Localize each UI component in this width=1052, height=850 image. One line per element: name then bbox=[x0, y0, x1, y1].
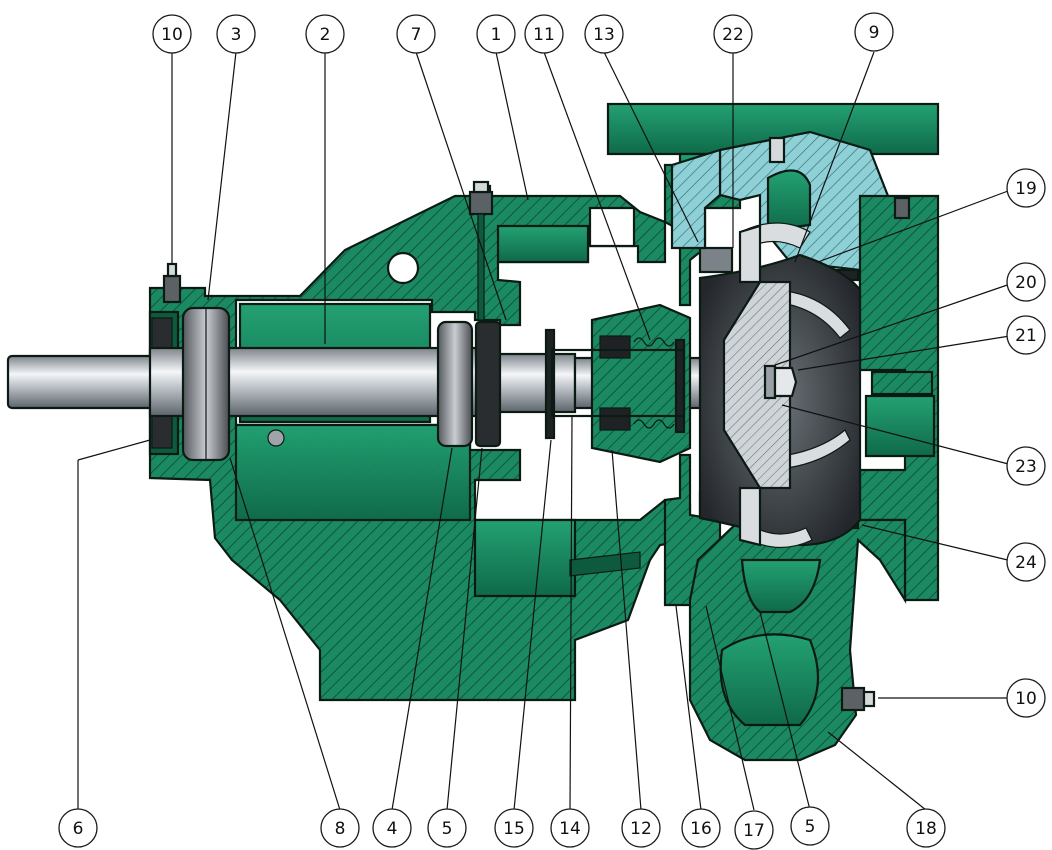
callout-15: 15 bbox=[494, 808, 534, 848]
callout-label: 15 bbox=[503, 819, 525, 839]
callout-17: 17 bbox=[734, 810, 774, 850]
callout-label: 4 bbox=[387, 819, 398, 839]
callout-24: 24 bbox=[1006, 542, 1046, 582]
callout-19: 19 bbox=[1006, 168, 1046, 208]
callout-13: 13 bbox=[584, 14, 624, 54]
callout-label: 5 bbox=[805, 817, 816, 837]
callout-label: 20 bbox=[1015, 273, 1037, 293]
callout-label: 17 bbox=[743, 821, 765, 841]
callout-label: 14 bbox=[559, 819, 581, 839]
callout-label: 2 bbox=[320, 25, 331, 45]
callout-3: 3 bbox=[216, 14, 256, 54]
callout-label: 16 bbox=[690, 819, 712, 839]
callout-10-top: 10 bbox=[152, 14, 192, 54]
callout-9: 9 bbox=[854, 12, 894, 52]
callout-label: 3 bbox=[231, 25, 242, 45]
callout-label: 24 bbox=[1015, 553, 1037, 573]
callout-7: 7 bbox=[396, 14, 436, 54]
callout-label: 10 bbox=[161, 25, 183, 45]
callout-label: 10 bbox=[1015, 689, 1037, 709]
callout-10-right: 10 bbox=[1006, 678, 1046, 718]
callout-label: 9 bbox=[869, 23, 880, 43]
grease-fittings bbox=[162, 136, 911, 712]
callout-20: 20 bbox=[1006, 262, 1046, 302]
callout-6: 6 bbox=[58, 808, 98, 848]
bearing-housing bbox=[148, 184, 692, 702]
callout-18: 18 bbox=[906, 808, 946, 848]
callout-8: 8 bbox=[320, 808, 360, 848]
bearings bbox=[181, 306, 502, 462]
callout-label: 8 bbox=[335, 819, 346, 839]
callout-label: 12 bbox=[630, 819, 652, 839]
leader-lines bbox=[77, 51, 1017, 811]
callout-14: 14 bbox=[550, 808, 590, 848]
pump-casing bbox=[606, 102, 940, 762]
callout-1: 1 bbox=[476, 14, 516, 54]
callout-label: 22 bbox=[722, 25, 744, 45]
seal-assembly bbox=[544, 303, 692, 464]
callout-label: 7 bbox=[411, 25, 422, 45]
impeller bbox=[698, 222, 862, 549]
callout-label: 21 bbox=[1015, 326, 1037, 346]
callout-2: 2 bbox=[305, 14, 345, 54]
callout-4: 4 bbox=[372, 808, 412, 848]
callout-label: 1 bbox=[491, 25, 502, 45]
callout-label: 11 bbox=[533, 25, 555, 45]
callouts: 10 3 2 7 1 11 13 22 bbox=[58, 12, 1046, 850]
callout-12: 12 bbox=[621, 808, 661, 848]
callout-5-bottom-left: 5 bbox=[427, 808, 467, 848]
callout-label: 23 bbox=[1015, 457, 1037, 477]
callout-22: 22 bbox=[713, 14, 753, 54]
callout-label: 5 bbox=[442, 819, 453, 839]
callout-label: 13 bbox=[593, 25, 615, 45]
callout-21: 21 bbox=[1006, 315, 1046, 355]
callout-label: 18 bbox=[915, 819, 937, 839]
callout-label: 6 bbox=[73, 819, 84, 839]
callout-5-bottom-right: 5 bbox=[790, 806, 830, 846]
callout-11: 11 bbox=[524, 14, 564, 54]
callout-23: 23 bbox=[1006, 446, 1046, 486]
callout-16: 16 bbox=[681, 808, 721, 848]
callout-label: 19 bbox=[1015, 179, 1037, 199]
